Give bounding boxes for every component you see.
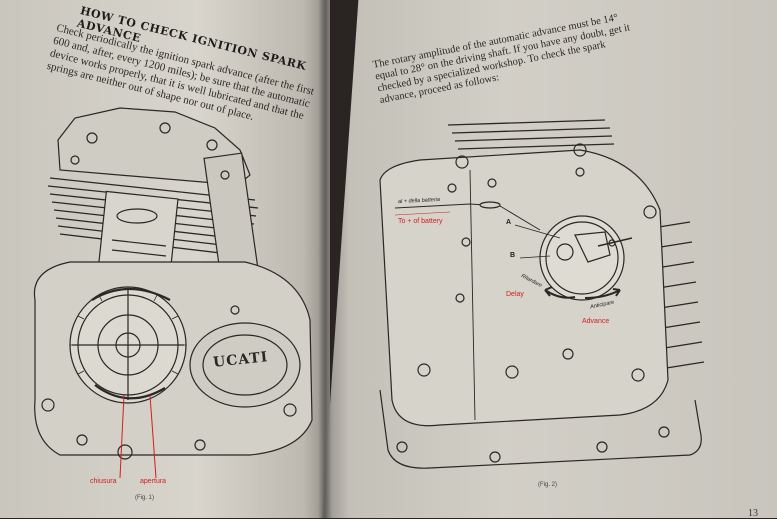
ignition-points-drawing	[379, 119, 705, 469]
label-battery-en: To + of battery	[398, 218, 443, 225]
marker-b: B	[510, 252, 516, 259]
marker-a: A	[506, 219, 512, 226]
engine-drawing	[33, 107, 313, 479]
fig2-caption: (Fig. 2)	[538, 482, 558, 488]
page-number: 13	[748, 508, 758, 519]
book-gutter	[318, 0, 332, 518]
label-apertura: apertura	[140, 478, 167, 485]
fig1-caption: (Fig. 1)	[135, 495, 155, 501]
label-chiusura: chiusura	[90, 478, 117, 485]
label-advance-en: Advance	[582, 318, 610, 325]
label-delay-en: Delay	[506, 291, 524, 298]
